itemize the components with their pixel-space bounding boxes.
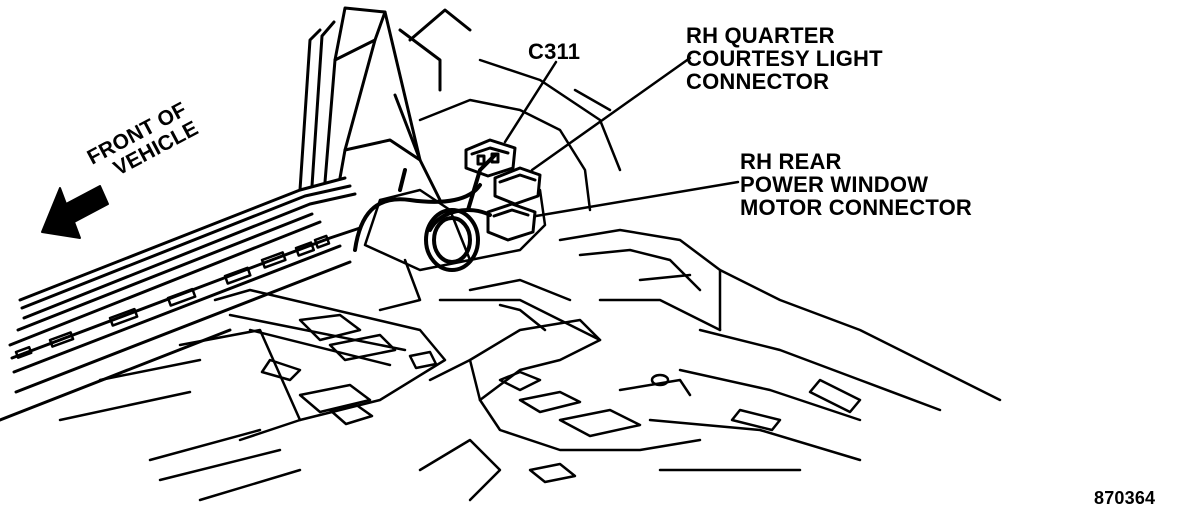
wire-harness[interactable] [353,153,497,272]
courtesy-label-line-1: RH QUARTER [686,23,835,48]
rear-floor-hump [418,318,702,502]
courtesy-light-connector[interactable] [493,166,542,206]
front-arrow-icon [41,185,109,239]
window-motor-connector-label: RH REAR POWER WINDOW MOTOR CONNECTOR [740,150,972,219]
courtesy-label-line-2: COURTESY LIGHT [686,46,883,71]
window-label-line-3: MOTOR CONNECTOR [740,195,972,220]
window-label-line-1: RH REAR [740,149,842,174]
b-pillar [298,6,472,202]
window-label-line-2: POWER WINDOW [740,172,929,197]
floor-pan [58,278,602,502]
figure-number-text: 870364 [1094,488,1156,508]
c311-label: C311 [528,40,580,63]
rocker-slots[interactable] [14,234,331,359]
rocker-panel [0,176,362,422]
courtesy-label-line-3: CONNECTOR [686,69,830,94]
wheel-well [558,228,1002,472]
courtesy-light-connector-label: RH QUARTER COURTESY LIGHT CONNECTOR [686,24,883,93]
figure-number: 870364 [1094,488,1155,508]
c311-label-text: C311 [528,39,581,64]
c311-connector[interactable] [464,138,517,178]
window-motor-connector[interactable] [486,202,537,242]
leader-lines [503,56,740,218]
